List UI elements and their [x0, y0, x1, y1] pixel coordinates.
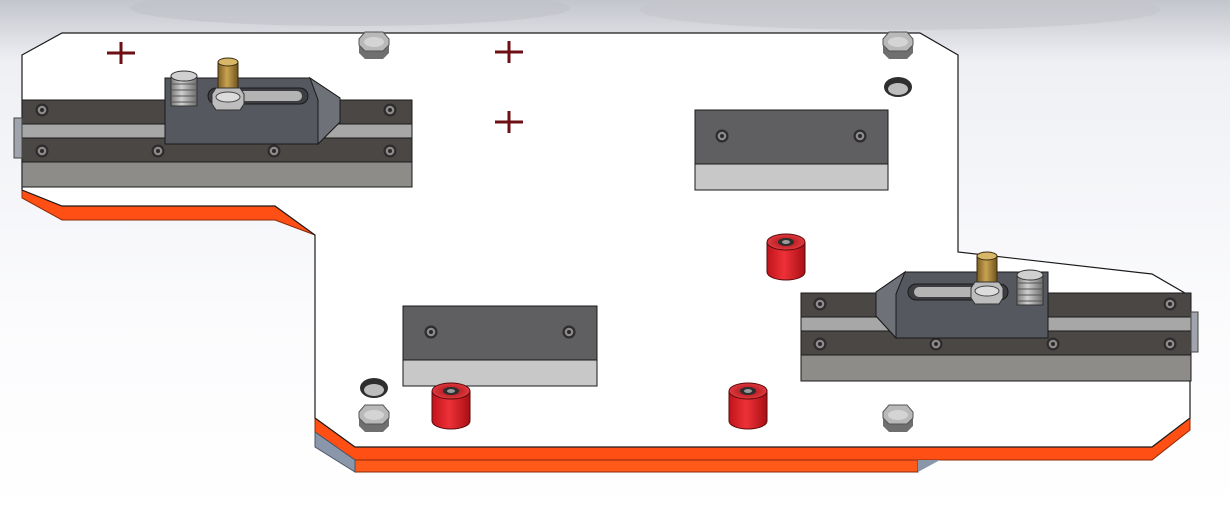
hex-bolt-icon [882, 31, 914, 60]
hex-bolt-icon [358, 404, 390, 433]
stud-icon [970, 251, 1004, 305]
plate-edge [21, 189, 1191, 473]
hex-bolt-icon [358, 31, 390, 60]
hex-bolt-icon [1016, 269, 1044, 306]
hex-bolt-icon [882, 404, 914, 433]
red-pin-icon [766, 233, 806, 281]
locator-block-bottom-left [402, 305, 598, 387]
background-shadow [640, 0, 1160, 30]
red-pin-icon [728, 382, 768, 430]
right-strap-clamp [875, 251, 1049, 340]
left-strap-clamp [164, 57, 341, 146]
locator-block-top-right [694, 109, 889, 191]
red-pin-icon [431, 382, 471, 430]
plate-hole [884, 77, 912, 97]
stud-icon [211, 57, 245, 111]
background-shadow [130, 0, 570, 26]
plate-hole [360, 378, 388, 398]
hex-bolt-icon [170, 70, 198, 107]
